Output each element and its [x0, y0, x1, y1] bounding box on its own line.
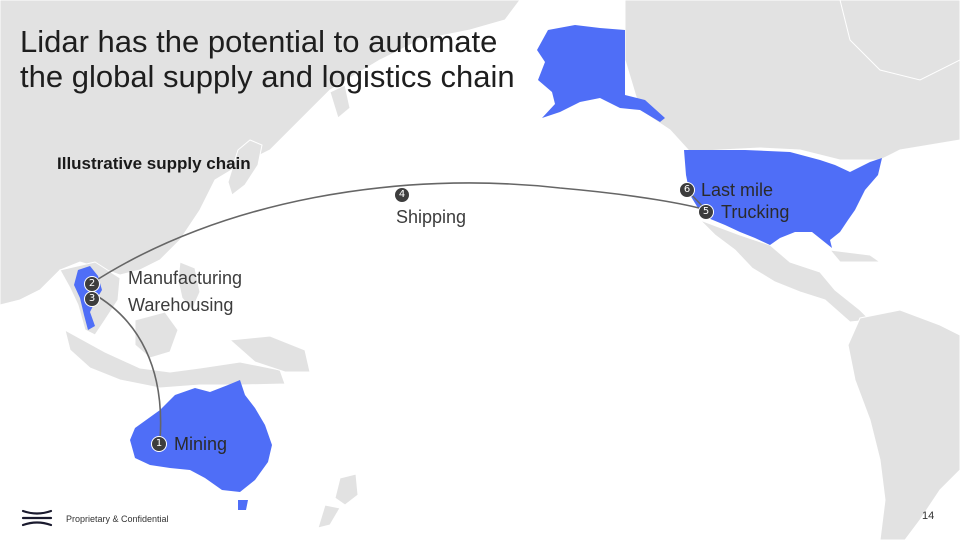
philippines-landmass [177, 261, 201, 311]
slide-subtitle: Illustrative supply chain [57, 154, 251, 173]
south-america-landmass [847, 309, 960, 540]
borneo-landmass [134, 311, 179, 359]
step-label-warehousing: Warehousing [128, 295, 234, 315]
greenland-landmass [839, 0, 960, 81]
kamchatka-landmass [329, 84, 351, 119]
step-badge-1: 1 [151, 436, 167, 452]
japan-landmass [227, 139, 263, 196]
stacked-chevrons-logo-icon [21, 509, 53, 527]
page-number: 14 [922, 510, 935, 522]
route-shipping [91, 182, 707, 284]
step-badge-3: 3 [84, 291, 100, 307]
step-badge-6: 6 [679, 182, 695, 198]
step-badge-5: 5 [698, 204, 714, 220]
footer-confidential: Proprietary & Confidential [66, 514, 169, 524]
new-guinea-landmass [228, 335, 311, 373]
indonesia-landmass [64, 329, 286, 389]
slide-title: Lidar has the potential to automate the … [20, 24, 515, 94]
usa-region [684, 150, 882, 248]
step-label-mining: Mining [174, 434, 228, 454]
route-mining-to-warehouse [91, 292, 162, 441]
step-badge-2: 2 [84, 276, 100, 292]
tasmania-region [238, 500, 248, 510]
step-label-trucking: Trucking [721, 202, 790, 222]
new-zealand-landmass [317, 473, 359, 529]
step-label-shipping: Shipping [396, 207, 467, 227]
step-label-last-mile: Last mile [701, 180, 774, 200]
australia-region [130, 380, 272, 492]
caribbean-landmass [828, 249, 882, 263]
step-badge-4: 4 [394, 187, 410, 203]
alaska-region [537, 25, 665, 122]
step-label-manufacturing: Manufacturing [128, 268, 243, 288]
